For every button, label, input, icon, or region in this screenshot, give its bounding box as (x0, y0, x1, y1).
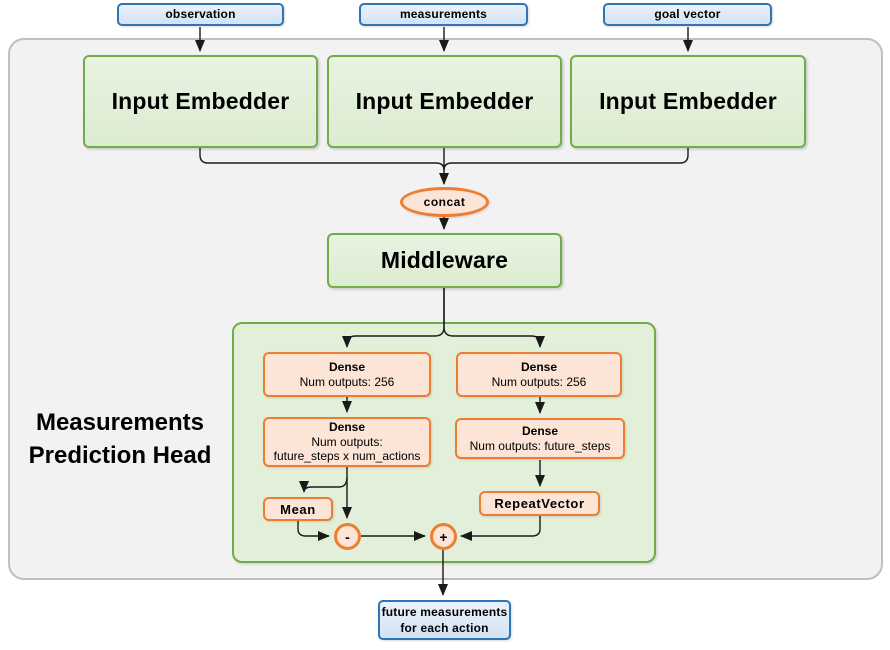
dense-right-2-title: Dense (521, 423, 559, 438)
dense-right-1-title: Dense (520, 359, 558, 374)
dense-left-1: Dense Num outputs: 256 (263, 352, 431, 397)
input-measurements: measurements (359, 3, 528, 26)
dense-right-2: Dense Num outputs: future_steps (455, 418, 625, 459)
dense-left-1-title: Dense (328, 359, 366, 374)
output-line2: for each action (400, 621, 489, 635)
output-future-measurements: future measurements for each action (378, 600, 511, 640)
dense-right-2-subtitle: Num outputs: future_steps (469, 438, 611, 453)
dense-left-1-subtitle: Num outputs: 256 (299, 374, 395, 389)
add-node: + (430, 523, 457, 550)
prediction-head-title: Measurements Prediction Head (15, 406, 225, 472)
input-embedder-2: Input Embedder (327, 55, 562, 148)
input-embedder-3: Input Embedder (570, 55, 806, 148)
dense-right-1: Dense Num outputs: 256 (456, 352, 622, 397)
dense-left-2-subtitle: Num outputs: (311, 434, 383, 449)
input-embedder-1: Input Embedder (83, 55, 318, 148)
dense-left-2: Dense Num outputs: future_steps x num_ac… (263, 417, 431, 467)
mean-node: Mean (263, 497, 333, 521)
middleware-node: Middleware (327, 233, 562, 288)
prediction-head-title-line2: Prediction Head (28, 442, 212, 469)
output-line1: future measurements (381, 605, 508, 619)
dense-left-2-subtitle2: future_steps x num_actions (273, 449, 421, 464)
prediction-head-title-line1: Measurements (35, 409, 205, 436)
input-observation: observation (117, 3, 284, 26)
subtract-node: - (334, 523, 361, 550)
concat-node: concat (400, 187, 489, 217)
repeat-vector-node: RepeatVector (479, 491, 600, 516)
dense-right-1-subtitle: Num outputs: 256 (491, 374, 587, 389)
dense-left-2-title: Dense (328, 420, 366, 435)
input-goal-vector: goal vector (603, 3, 772, 26)
